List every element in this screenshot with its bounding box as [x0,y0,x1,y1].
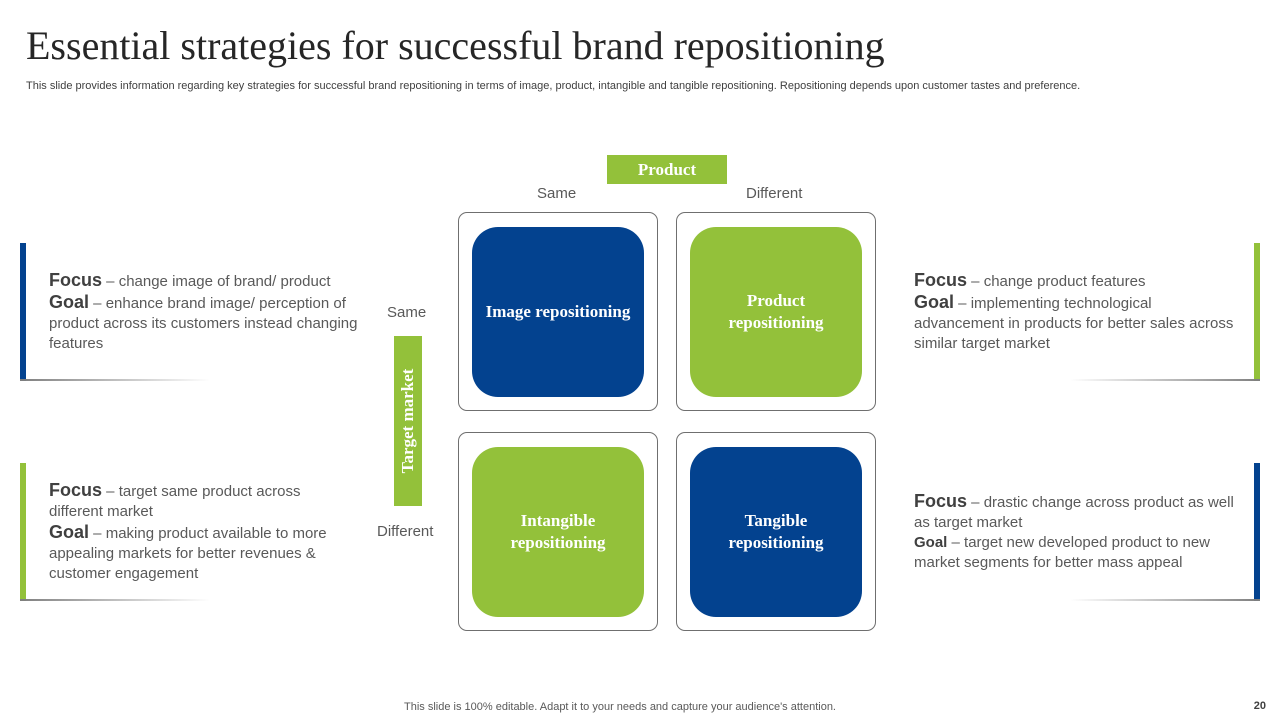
strategy-card-tangible: Focus – drastic change across product as… [910,463,1260,601]
card-text: Focus – change product features Goal – i… [914,270,1234,354]
goal-text: – making product available to more appea… [49,525,327,582]
goal-text: – target new developed product to new ma… [914,534,1211,571]
card-text: Focus – drastic change across product as… [914,491,1234,573]
focus-label: Focus [49,480,103,500]
matrix-cell-image: Image repositioning [458,212,658,411]
goal-label: Goal [49,292,90,312]
quadrant-label: Product repositioning [728,291,824,332]
matrix-cell-intangible: Intangible repositioning [458,432,658,631]
goal-label: Goal [914,292,955,312]
focus-label: Focus [914,270,968,290]
accent-bar [20,243,26,381]
quadrant-label: Tangible repositioning [728,511,824,552]
accent-bar [1254,463,1260,601]
focus-text: – target same product across different m… [49,483,301,520]
strategy-card-product: Focus – change product features Goal – i… [910,243,1260,381]
matrix-cell-tangible: Tangible repositioning [676,432,876,631]
x-tick-same: Same [537,185,577,202]
goal-text: – enhance brand image/ perception of pro… [49,295,358,352]
strategy-card-image: Focus – change image of brand/ product G… [20,243,370,381]
card-underline [1070,379,1260,381]
quadrant-product-repositioning: Product repositioning [690,227,862,397]
quadrant-image-repositioning: Image repositioning [472,227,644,397]
accent-bar [20,463,26,601]
goal-label: Goal [914,534,948,551]
card-text: Focus – target same product across diffe… [49,480,334,584]
strategy-card-intangible: Focus – target same product across diffe… [20,463,370,601]
slide-title: Essential strategies for successful bran… [26,23,885,68]
y-tick-different: Different [377,523,434,540]
goal-label: Goal [49,522,90,542]
matrix-cell-product: Product repositioning [676,212,876,411]
quadrant-intangible-repositioning: Intangible repositioning [472,447,644,617]
x-axis-label: Product [607,155,727,184]
quadrant-tangible-repositioning: Tangible repositioning [690,447,862,617]
y-axis-text: Target market [398,368,417,474]
quadrant-label: Image repositioning [485,302,631,321]
goal-text: – implementing technological advancement… [914,295,1234,352]
page-number: 20 [1253,700,1266,712]
focus-text: – change image of brand/ product [102,273,331,290]
quadrant-label: Intangible repositioning [510,511,606,552]
y-tick-same: Same [387,304,427,321]
card-text: Focus – change image of brand/ product G… [49,270,364,354]
accent-bar [1254,243,1260,381]
focus-text: – drastic change across product as well … [914,494,1234,531]
card-underline [20,379,210,381]
y-axis-label: Target market [394,336,422,506]
card-underline [20,599,210,601]
slide-subtitle: This slide provides information regardin… [26,80,1081,92]
focus-text: – change product features [967,273,1146,290]
card-underline [1070,599,1260,601]
focus-label: Focus [914,491,968,511]
x-tick-different: Different [746,185,803,202]
footer-note: This slide is 100% editable. Adapt it to… [404,701,836,713]
focus-label: Focus [49,270,103,290]
